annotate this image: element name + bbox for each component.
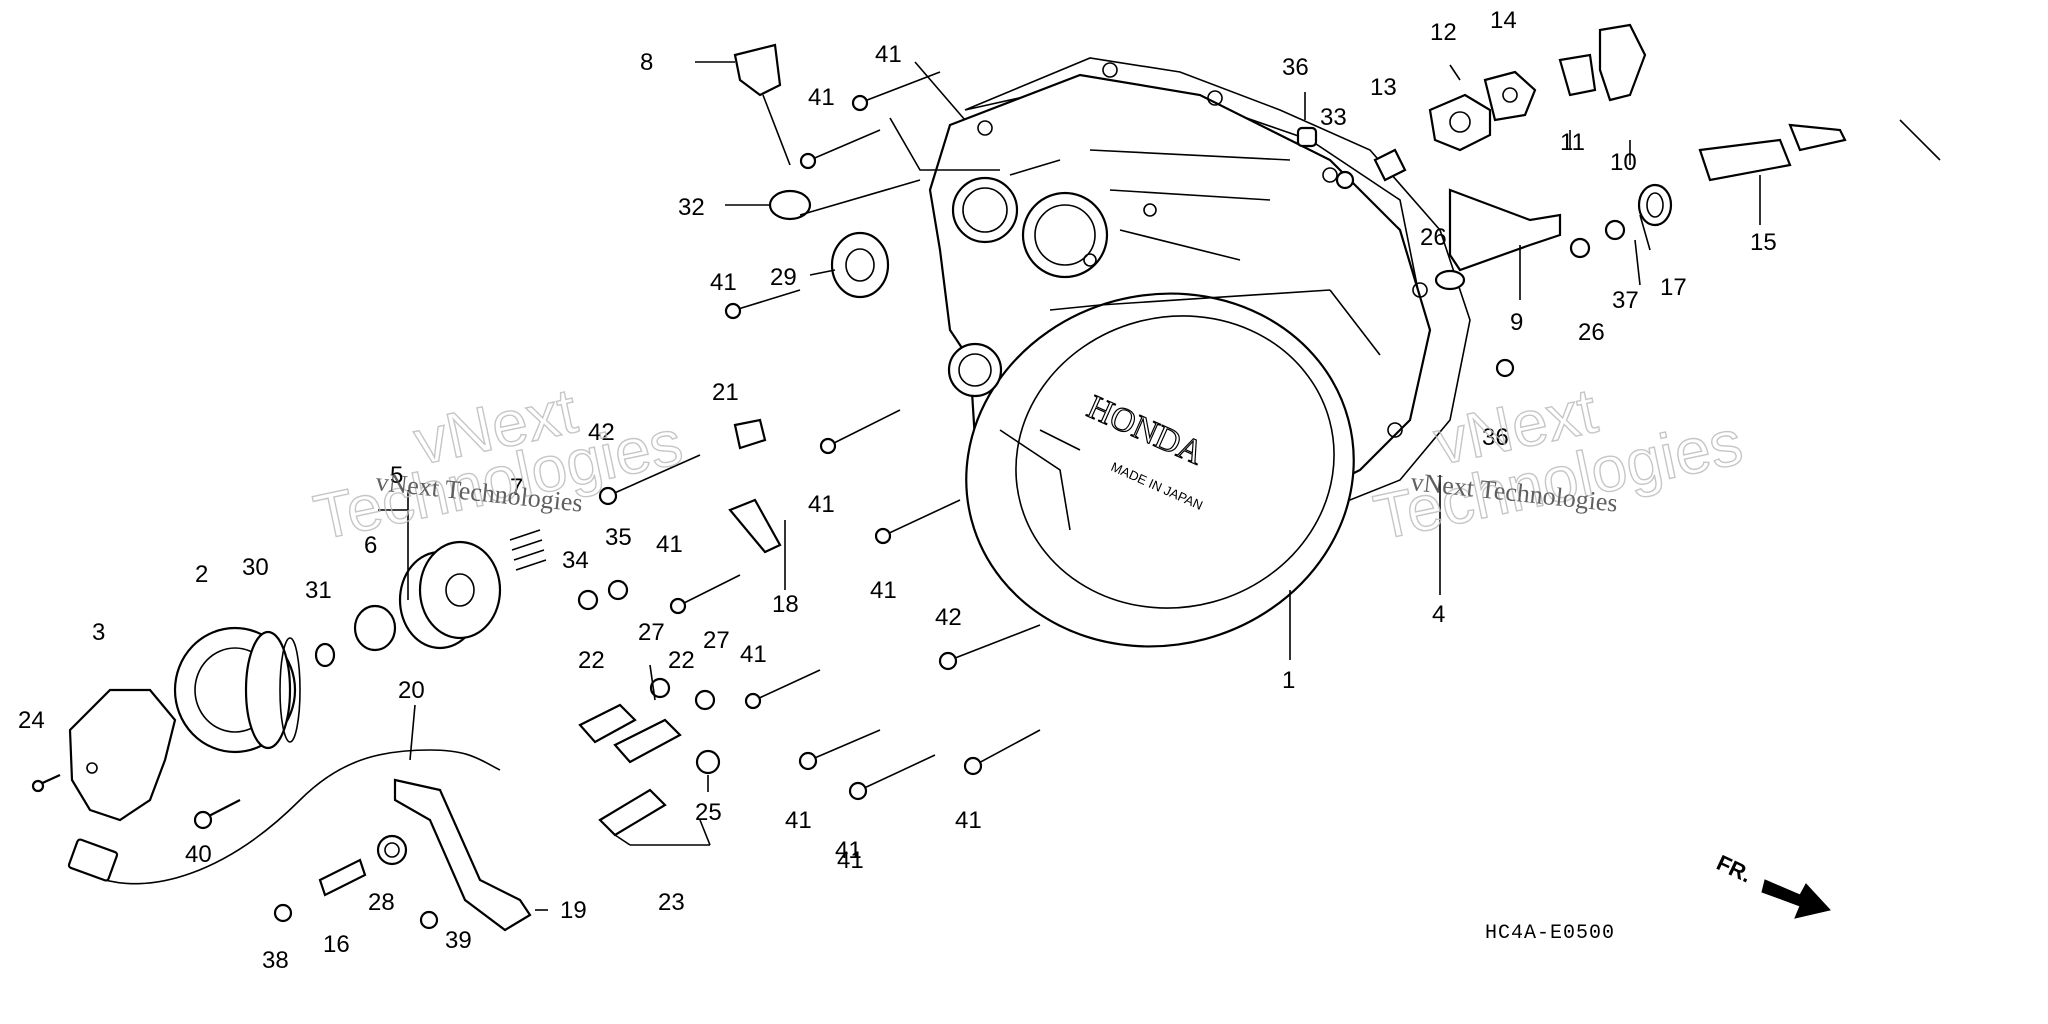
callout-11: 11 xyxy=(1560,129,1585,156)
callout-41e: 41 xyxy=(870,577,897,604)
callout-38: 38 xyxy=(262,947,289,974)
callout-2: 2 xyxy=(195,561,208,588)
callout-16: 16 xyxy=(323,931,350,958)
clutch-dome xyxy=(965,292,1355,648)
leader-lines xyxy=(378,61,1941,911)
callout-22a: 22 xyxy=(578,647,605,674)
callout-35: 35 xyxy=(605,524,632,551)
upper-right-parts xyxy=(1296,23,1847,378)
oil-dipstick xyxy=(733,43,782,97)
callout-4: 4 xyxy=(1432,601,1445,628)
callout-41i: 41 xyxy=(837,847,864,874)
callout-30: 30 xyxy=(242,554,269,581)
callout-34: 34 xyxy=(562,547,589,574)
callout-37: 37 xyxy=(1612,287,1639,314)
front-label: FR. xyxy=(1713,850,1756,888)
callout-1: 1 xyxy=(1282,667,1295,694)
wiring-harness xyxy=(89,749,501,885)
callout-27b: 27 xyxy=(703,627,730,654)
callout-26a: 26 xyxy=(1420,224,1447,251)
bolts xyxy=(598,71,1041,801)
front-direction-indicator: FR. xyxy=(1713,850,1831,919)
callout-21: 21 xyxy=(712,379,739,406)
callout-32: 32 xyxy=(678,194,705,221)
callout-9: 9 xyxy=(1510,309,1523,336)
callout-17: 17 xyxy=(1660,274,1687,301)
sensor-cover xyxy=(68,688,177,822)
callout-10: 10 xyxy=(1610,149,1637,176)
callout-6: 6 xyxy=(364,532,377,559)
callout-28: 28 xyxy=(368,889,395,916)
callout-24: 24 xyxy=(18,707,45,734)
callout-41a: 41 xyxy=(875,41,902,68)
crankcase-cover: HONDA MADE IN JAPAN xyxy=(928,57,1471,648)
callout-39: 39 xyxy=(445,927,472,954)
callout-36b: 36 xyxy=(1482,424,1509,451)
callout-3: 3 xyxy=(92,619,105,646)
callout-26b: 26 xyxy=(1578,319,1605,346)
callout-42a: 42 xyxy=(588,419,615,446)
callout-18: 18 xyxy=(772,591,799,618)
callout-40: 40 xyxy=(185,841,212,868)
callout-22b: 22 xyxy=(668,647,695,674)
callouts: 1 2 3 4 5 6 7 8 9 10 11 12 13 14 15 16 1… xyxy=(18,7,1777,974)
callout-42b: 42 xyxy=(935,604,962,631)
callout-41d: 41 xyxy=(808,491,835,518)
callout-27a: 27 xyxy=(638,619,665,646)
callout-41h: 41 xyxy=(785,807,812,834)
callout-8: 8 xyxy=(640,49,653,76)
front-arrow-icon xyxy=(1761,879,1831,919)
callout-7: 7 xyxy=(510,474,523,501)
wire-bracket xyxy=(393,778,532,932)
left-side-parts xyxy=(31,43,890,932)
callout-20: 20 xyxy=(398,677,425,704)
callout-25: 25 xyxy=(695,799,722,826)
callout-23: 23 xyxy=(658,889,685,916)
callout-41b: 41 xyxy=(808,84,835,111)
callout-41k: 41 xyxy=(835,837,862,864)
callout-31: 31 xyxy=(305,577,332,604)
callout-33: 33 xyxy=(1320,104,1347,131)
callout-13: 13 xyxy=(1370,74,1397,101)
callout-41j: 41 xyxy=(955,807,982,834)
callout-12: 12 xyxy=(1430,19,1457,46)
callout-41f: 41 xyxy=(656,531,683,558)
callout-36a: 36 xyxy=(1282,54,1309,81)
watermark-right: vNext Technologies vNext Technologies xyxy=(1367,374,1749,555)
clutch-dome-rim xyxy=(1015,315,1335,609)
callout-14: 14 xyxy=(1490,7,1517,34)
callout-15: 15 xyxy=(1750,229,1777,256)
callout-5: 5 xyxy=(390,462,403,489)
bearing xyxy=(830,231,890,299)
callout-29: 29 xyxy=(770,264,797,291)
callout-19: 19 xyxy=(560,897,587,924)
callout-41g: 41 xyxy=(740,641,767,668)
callout-41c: 41 xyxy=(710,269,737,296)
diagram-code: HC4A-E0500 xyxy=(1485,922,1615,945)
